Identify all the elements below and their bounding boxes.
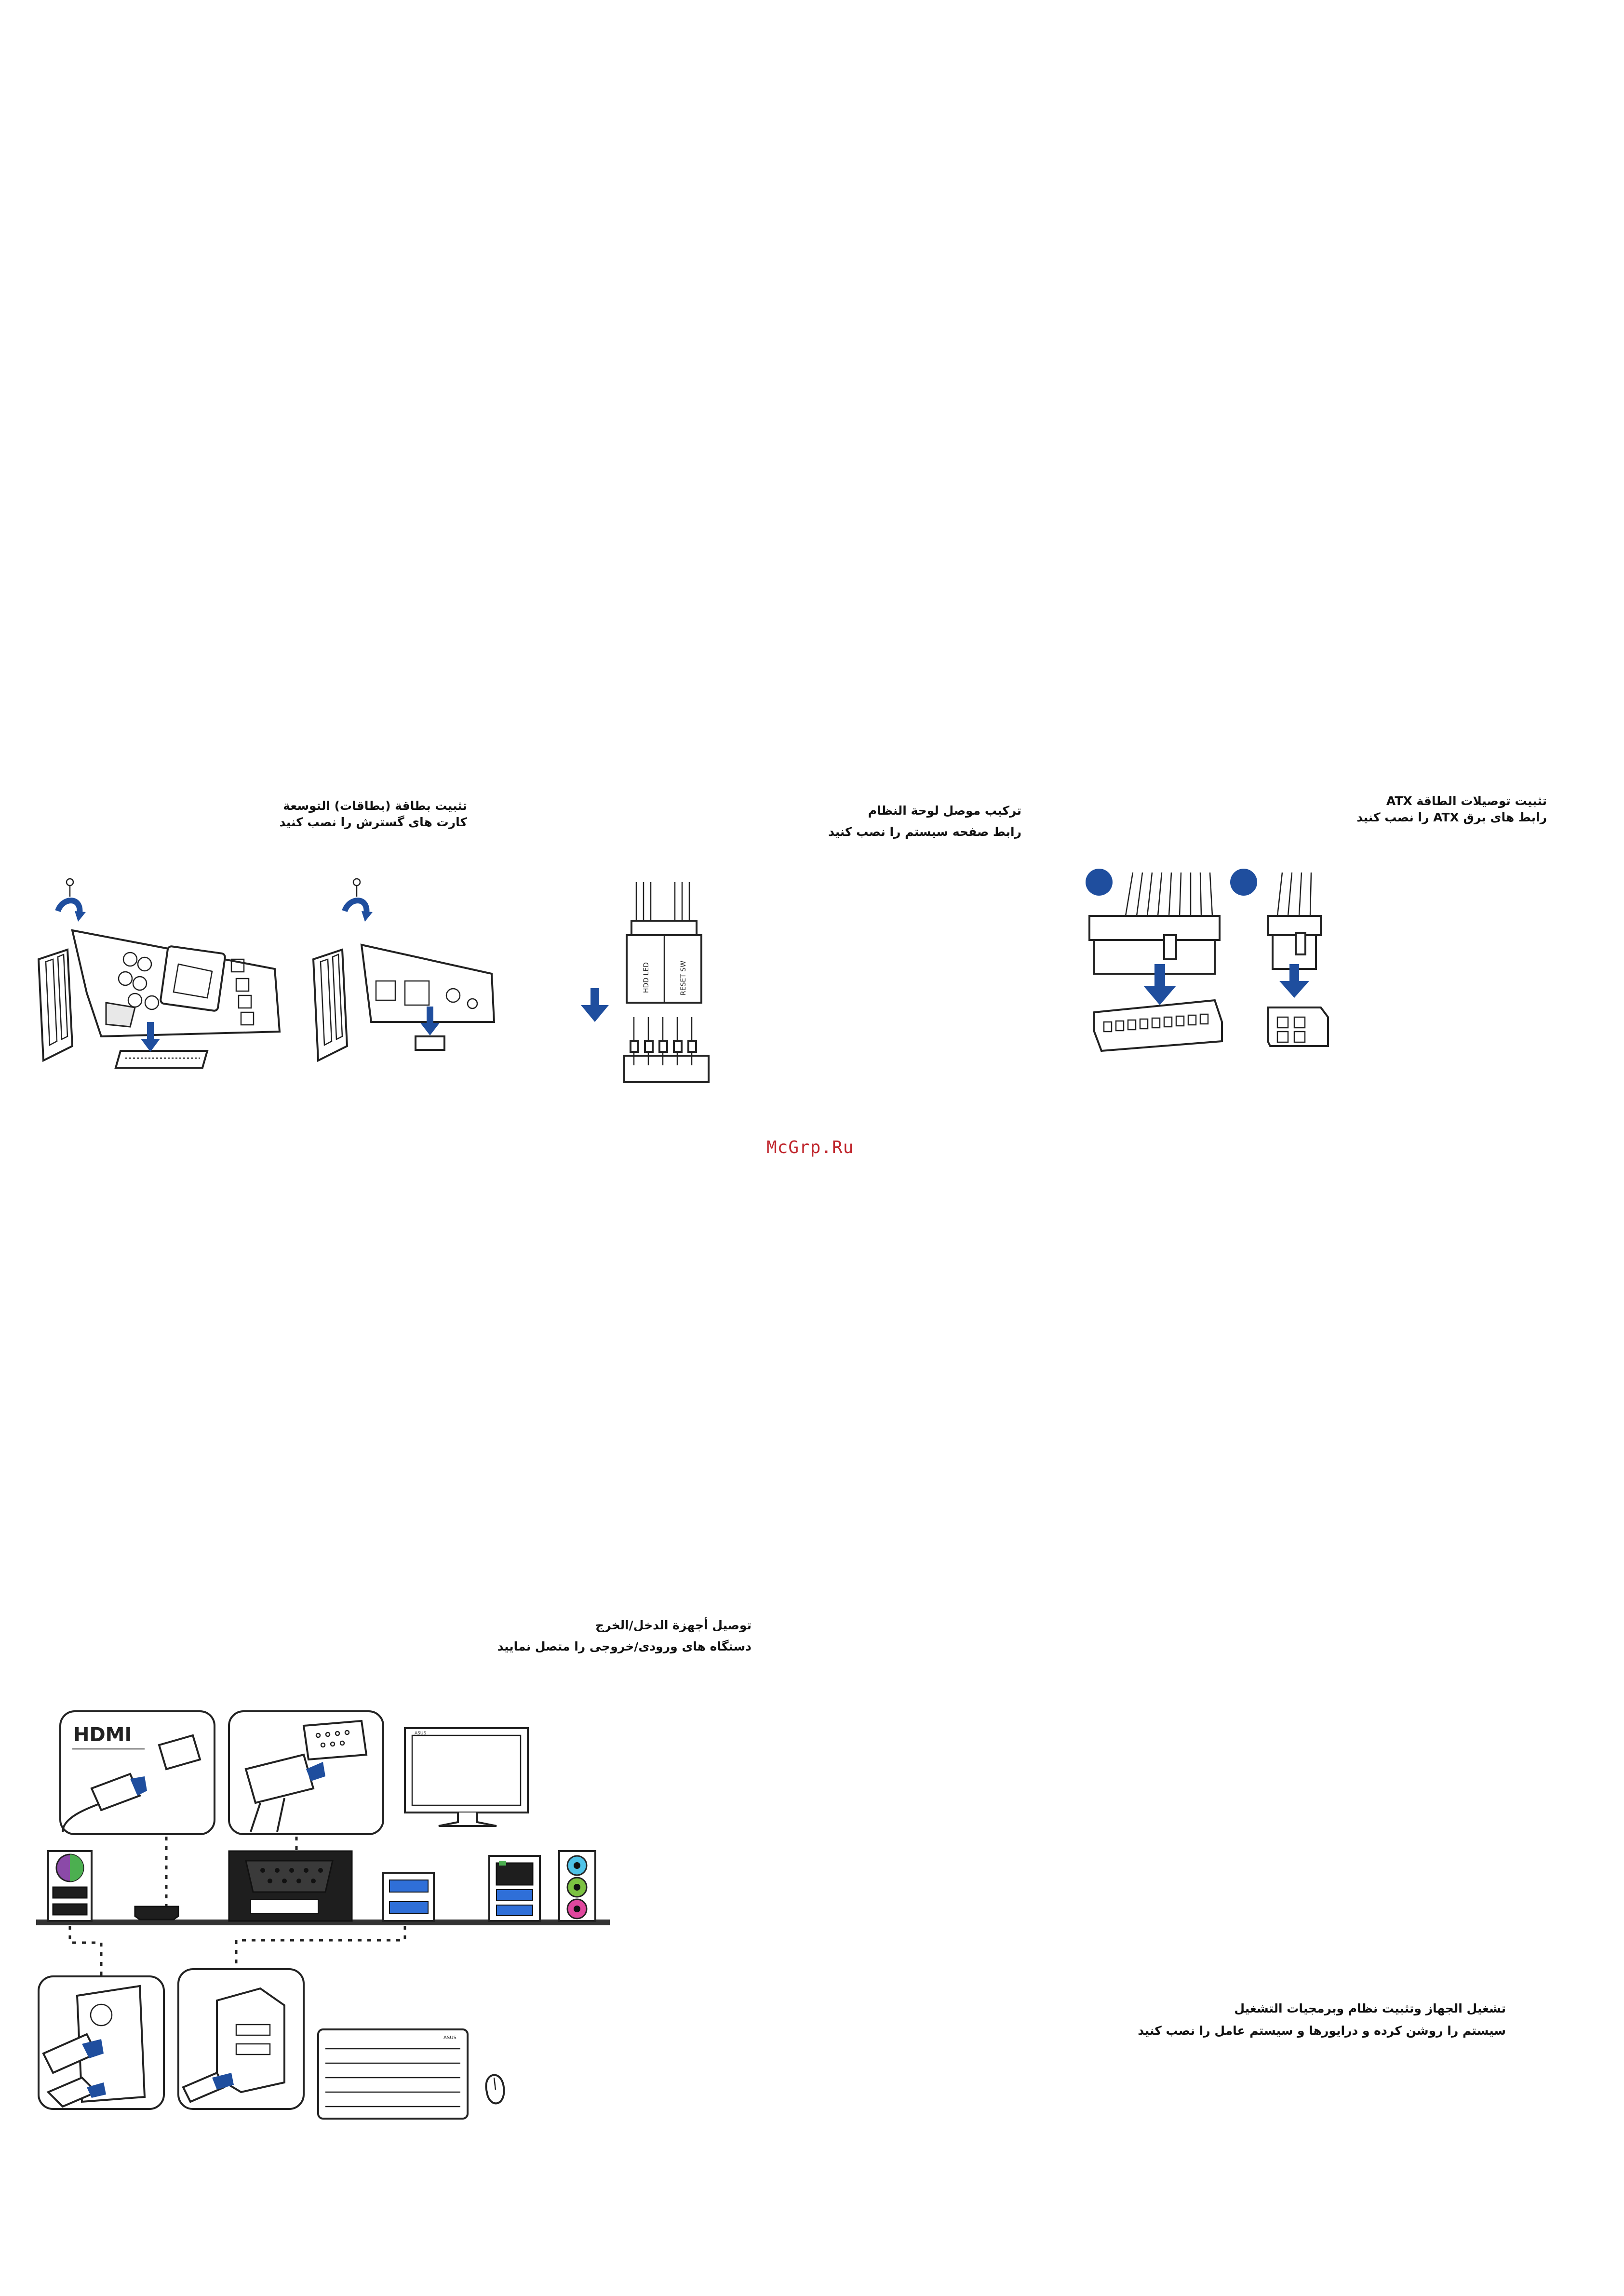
hdmi-logo: HDMI (73, 1724, 132, 1746)
lan-port-icon (497, 1863, 533, 1885)
expansion-card-small-illustration (309, 877, 501, 1085)
keyboard-brand: ASUS (443, 2035, 456, 2041)
usb3-port-icon (389, 1902, 428, 1914)
atx-power-illustration (1080, 863, 1369, 1094)
system-panel-connector-illustration: HDD LED RESET SW (578, 877, 733, 1099)
reset-sw-label: RESET SW (680, 961, 687, 995)
hdd-led-label: HDD LED (643, 962, 650, 993)
io-devices-subtitle: دستگاه های ورودی/خروجی را متصل نمایید (497, 1638, 752, 1655)
monitor-brand: ASUS (415, 1731, 426, 1736)
hdmi-port-icon (135, 1907, 178, 1920)
step-1-badge (1086, 869, 1113, 896)
power-on-subtitle: سیستم را روشن کرده و درایورها و سیستم عا… (1138, 2023, 1506, 2039)
usb3-port-icon (389, 1880, 428, 1892)
atx-power-title: تثبيت توصيلات الطاقة ATX (1356, 793, 1547, 809)
power-on-title: تشغيل الجهاز وتثبيت نظام وبرمجيات التشغي… (1138, 2001, 1506, 2017)
power-on-heading: تشغيل الجهاز وتثبيت نظام وبرمجيات التشغي… (1138, 2001, 1506, 2039)
keyboard-icon (318, 2029, 468, 2119)
down-arrow-icon (591, 988, 599, 1007)
io-devices-heading: توصيل أجهزة الدخل/الخرج دستگاه های ورودی… (497, 1617, 752, 1655)
usb3-port-icon (497, 1905, 533, 1916)
monitor-icon (405, 1728, 528, 1813)
atx-power-heading: تثبيت توصيلات الطاقة ATX رابط های برق AT… (1356, 793, 1547, 826)
system-panel-heading: تركيب موصل لوحة النظام رابط صفحه سیستم ر… (828, 803, 1021, 840)
down-arrow-icon (1289, 964, 1299, 983)
step-2-badge (1230, 869, 1257, 896)
vga-port-icon (246, 1861, 333, 1892)
atx-power-subtitle: رابط های برق ATX را نصب کنید (1356, 809, 1547, 826)
system-panel-title: تركيب موصل لوحة النظام (828, 803, 1021, 819)
expansion-title: تثبيت بطاقة (بطاقات) التوسعة (279, 798, 467, 814)
io-devices-title: توصيل أجهزة الدخل/الخرج (497, 1617, 752, 1634)
expansion-subtitle: كارت های گسترش را نصب کنید (279, 814, 467, 831)
screw-icon (353, 879, 360, 886)
watermark-text: McGrp.Ru (766, 1138, 854, 1157)
system-panel-subtitle: رابط صفحه سیستم را نصب کنید (828, 824, 1021, 840)
expansion-heading: تثبيت بطاقة (بطاقات) التوسعة كارت های گس… (279, 798, 467, 831)
io-devices-illustration: HDMI ASUS (34, 1706, 627, 2203)
screw-icon (67, 879, 73, 886)
expansion-card-large-illustration (34, 877, 294, 1085)
usb3-port-icon (497, 1890, 533, 1900)
